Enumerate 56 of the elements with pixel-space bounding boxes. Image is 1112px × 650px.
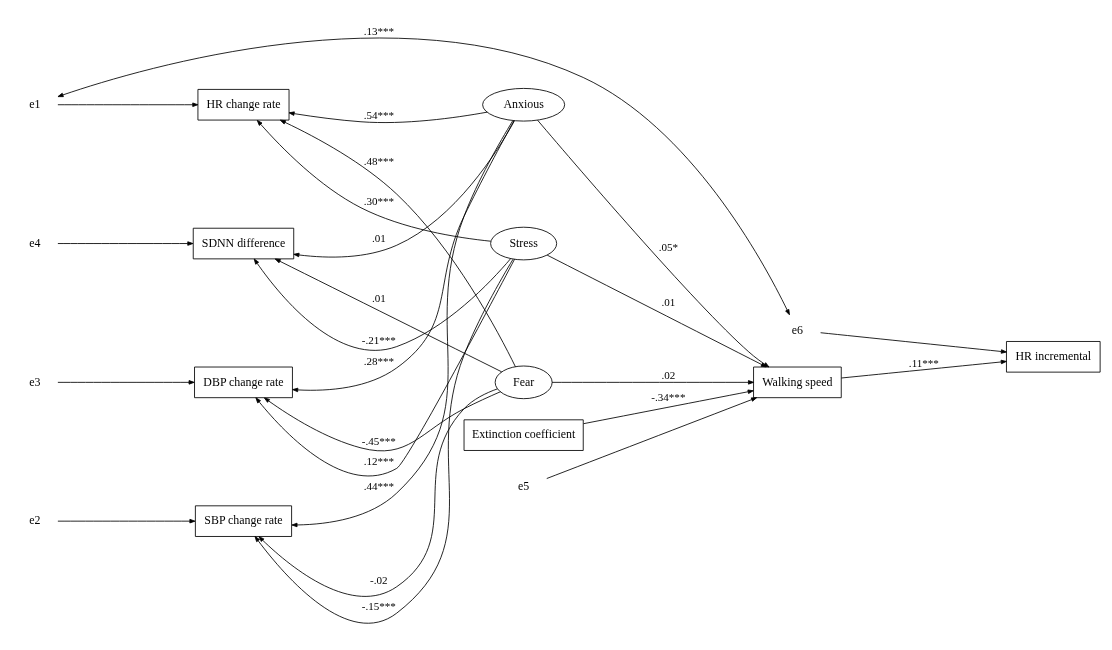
edge-label: .12*** bbox=[363, 455, 395, 468]
node-ellipse: Fear bbox=[494, 365, 553, 400]
arrow bbox=[820, 332, 1007, 354]
node-box: SBP change rate bbox=[194, 505, 293, 537]
edge-label: .44*** bbox=[363, 479, 395, 492]
node-text: e2 bbox=[29, 513, 41, 528]
node-box: DBP change rate bbox=[194, 366, 293, 399]
arrow bbox=[293, 120, 515, 258]
edge-label: .01 bbox=[371, 232, 386, 245]
arrow bbox=[254, 258, 514, 624]
arrow bbox=[546, 254, 767, 368]
edge-label: .48*** bbox=[363, 154, 395, 167]
arrow bbox=[57, 518, 196, 524]
edge-label: .01 bbox=[371, 291, 386, 304]
arrow bbox=[264, 391, 501, 452]
edge-label: -.15*** bbox=[361, 600, 396, 613]
edge-label: .01 bbox=[661, 296, 676, 309]
arrow bbox=[840, 359, 1007, 379]
arrow bbox=[255, 258, 515, 477]
node-box: Walking speed bbox=[753, 366, 842, 399]
edge-label: -.02 bbox=[370, 573, 388, 586]
node-text: e6 bbox=[791, 322, 804, 337]
edge-label: .28*** bbox=[363, 354, 395, 367]
arrow bbox=[537, 119, 770, 368]
node-box: HR incremental bbox=[1006, 341, 1101, 373]
node-ellipse: Anxious bbox=[482, 88, 566, 122]
edge-label: -.21*** bbox=[361, 333, 396, 346]
arrow bbox=[57, 241, 194, 246]
arrow bbox=[57, 380, 195, 385]
edge-label: -.34*** bbox=[651, 391, 686, 404]
arrow bbox=[253, 258, 511, 351]
edge-label: .11*** bbox=[908, 356, 939, 369]
node-text: e4 bbox=[29, 235, 41, 250]
edge-label: .02 bbox=[661, 369, 676, 382]
arrow bbox=[258, 388, 498, 597]
arrow bbox=[256, 119, 492, 242]
node-ellipse: Stress bbox=[490, 226, 558, 261]
arrow bbox=[551, 380, 754, 385]
edge-label: .54*** bbox=[363, 108, 395, 121]
arrow bbox=[288, 111, 488, 123]
node-box: HR change rate bbox=[197, 89, 290, 121]
arrow bbox=[57, 37, 790, 316]
node-box: SDNN difference bbox=[192, 227, 295, 260]
node-box: Extinction coefficient bbox=[463, 419, 584, 451]
node-text: e5 bbox=[518, 479, 530, 494]
edge-label: -.45*** bbox=[361, 434, 396, 447]
edge-label: .05* bbox=[658, 240, 679, 253]
node-text: e1 bbox=[29, 96, 41, 111]
edge-label: .30*** bbox=[363, 194, 395, 207]
arrow bbox=[291, 120, 514, 528]
edge-label: .13*** bbox=[363, 25, 395, 38]
arrow bbox=[546, 397, 758, 479]
arrow bbox=[57, 102, 199, 107]
arrow bbox=[274, 258, 503, 373]
arrow bbox=[583, 389, 754, 425]
node-text: e3 bbox=[29, 374, 41, 389]
